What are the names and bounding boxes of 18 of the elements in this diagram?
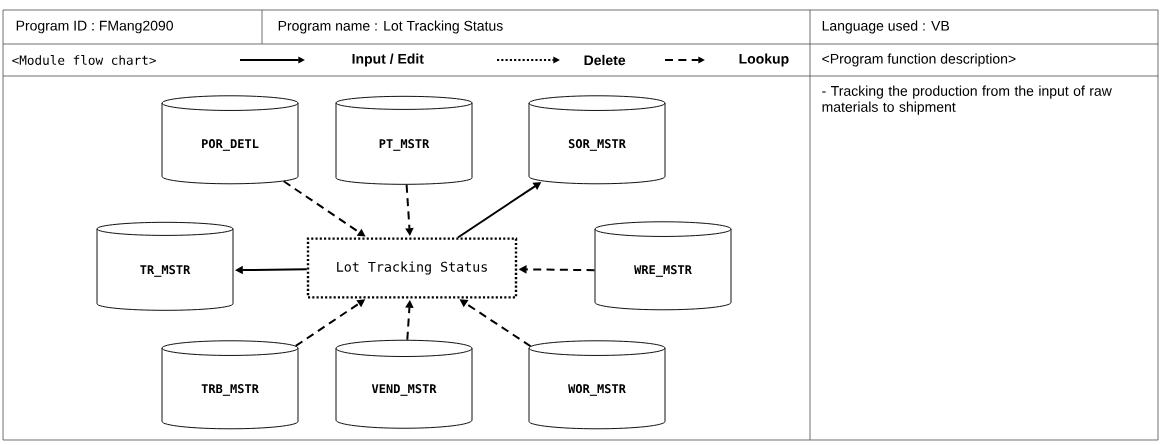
header-text: Language used : VB: [822, 20, 949, 34]
database-cylinder: WRE_MSTR: [594, 221, 732, 311]
database-cylinder: WOR_MSTR: [528, 340, 666, 430]
database-cylinder: PT_MSTR: [335, 95, 473, 185]
description-text: - Tracking the production from the input of raw materials to shipment: [822, 85, 1112, 115]
header-text: Program ID : FMang2090: [16, 20, 173, 34]
legend-text: Delete: [584, 54, 626, 66]
legend-text: Input / Edit: [352, 53, 424, 67]
process-box: Lot Tracking Status: [306, 237, 518, 299]
header-text: <Program function description>: [822, 53, 1016, 67]
database-cylinder: TRB_MSTR: [161, 340, 299, 430]
database-cylinder: SOR_MSTR: [528, 95, 666, 185]
legend-text: Lookup: [739, 53, 789, 67]
database-cylinder: TR_MSTR: [96, 221, 234, 311]
database-cylinder: POR_DETL: [161, 95, 299, 185]
header-text: Program name : Lot Tracking Status: [278, 20, 503, 34]
section-heading: <Module flow chart>: [12, 55, 156, 65]
database-cylinder: VEND_MSTR: [335, 339, 473, 429]
